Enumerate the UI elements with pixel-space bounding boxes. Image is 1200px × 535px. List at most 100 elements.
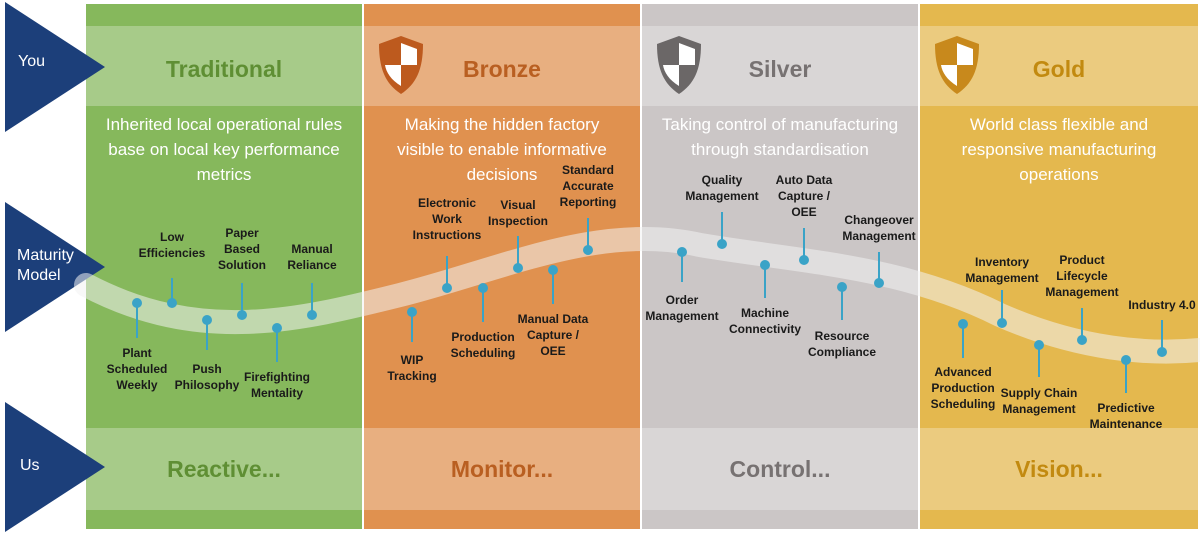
milestone-label-line: Visual [500,198,536,212]
milestone-label-line: Management [965,271,1039,285]
milestone-label-line: Efficiencies [138,246,206,260]
footer-band [642,428,918,510]
milestone-dot-advanced-production-scheduling [958,319,968,329]
description-line: Inherited local operational rules [105,115,343,134]
milestone-dot-low-efficiencies [167,298,177,308]
milestone-dot-manual-data-capture-oee [548,265,558,275]
description-line: visible to enable informative [397,140,607,159]
milestone-label-line: Advanced [934,365,992,379]
milestone-label-line: Based [223,242,261,256]
milestone-dot-push-philosophy [202,315,212,325]
milestone-dot-industry-4-0 [1157,347,1167,357]
milestone-label-line: Management [685,189,759,203]
milestone-dot-predictive-maintenance [1121,355,1131,365]
milestone-label-line: OEE [791,205,817,219]
shield-icon [935,36,979,94]
milestone-label-line: Lifecycle [1056,269,1108,283]
us-arrow: Us [5,402,105,532]
milestone-label-line: Scheduling [930,397,996,411]
milestone-dot-firefighting-mentality [272,323,282,333]
milestone-label-line: OEE [540,344,566,358]
footer-band [364,428,640,510]
milestone-label-line: Manual Data [517,312,589,326]
milestone-dot-machine-connectivity [760,260,770,270]
milestone-dot-inventory-management [997,318,1007,328]
description-line: decisions [466,165,538,184]
milestone-label-line: Tracking [387,369,437,383]
footer-band [86,428,362,510]
milestone-label-industry-4-0: Industry 4.0 [1128,297,1195,313]
milestone-dot-resource-compliance [837,282,847,292]
milestone-label-line: Auto Data [775,173,833,187]
milestone-label-line: Firefighting [244,370,310,384]
milestone-dot-order-management [677,247,687,257]
milestone-label-line: Predictive [1097,401,1155,415]
shield-icon [657,36,701,94]
milestone-label-line: Machine [740,306,790,320]
header-band [86,26,362,106]
description-line: through standardisation [691,140,869,159]
milestone-label-line: Paper [225,226,259,240]
maturity-label-line-1: Maturity [17,247,74,264]
milestone-label-line: Capture / [777,189,831,203]
maturity-model-label: Maturity Model [17,246,74,286]
milestone-label-line: Low [159,230,184,244]
milestone-label-line: Supply Chain [1000,386,1078,400]
milestone-label-line: Changeover [844,213,914,227]
column-title: Traditional [165,56,283,82]
milestone-label-line: Inspection [487,214,549,228]
milestone-label-line: Management [645,309,719,323]
milestone-label-line: Management [1045,285,1119,299]
milestone-dot-changeover-management [874,278,884,288]
milestone-dot-quality-management [717,239,727,249]
milestone-label-line: Push [192,362,222,376]
us-label: Us [20,457,40,474]
you-arrow: You [5,2,105,132]
milestone-dot-product-lifecycle-management [1077,335,1087,345]
milestone-label-line: Maintenance [1089,417,1163,431]
milestone-dot-auto-data-capture-oee [799,255,809,265]
description-line: Making the hidden factory [404,115,600,134]
milestone-label-line: Work [432,212,462,226]
milestone-label-line: Reporting [559,195,617,209]
milestone-label-line: Reliance [287,258,337,272]
milestone-label-line: Inventory [974,255,1030,269]
footer-band [920,428,1198,510]
milestone-dot-manual-reliance [307,310,317,320]
column-description: Making the hidden factory visible to enab… [368,112,636,187]
milestone-label-line: Resource [814,329,870,343]
shield-icon [379,36,423,94]
milestone-label-line: Scheduled [106,362,168,376]
milestone-label-line: Weekly [116,378,158,392]
column-title: Gold [1032,56,1086,82]
milestone-label-line: Order [665,293,699,307]
column-title: Bronze [463,56,541,82]
milestone-label-line: Standard [561,163,615,177]
milestone-dot-standard-accurate-reporting [583,245,593,255]
milestone-label-line: Product [1059,253,1105,267]
milestone-dot-visual-inspection [513,263,523,273]
milestone-label-line: Philosophy [174,378,240,392]
maturity-model-arrow: Maturity Model [5,202,105,332]
